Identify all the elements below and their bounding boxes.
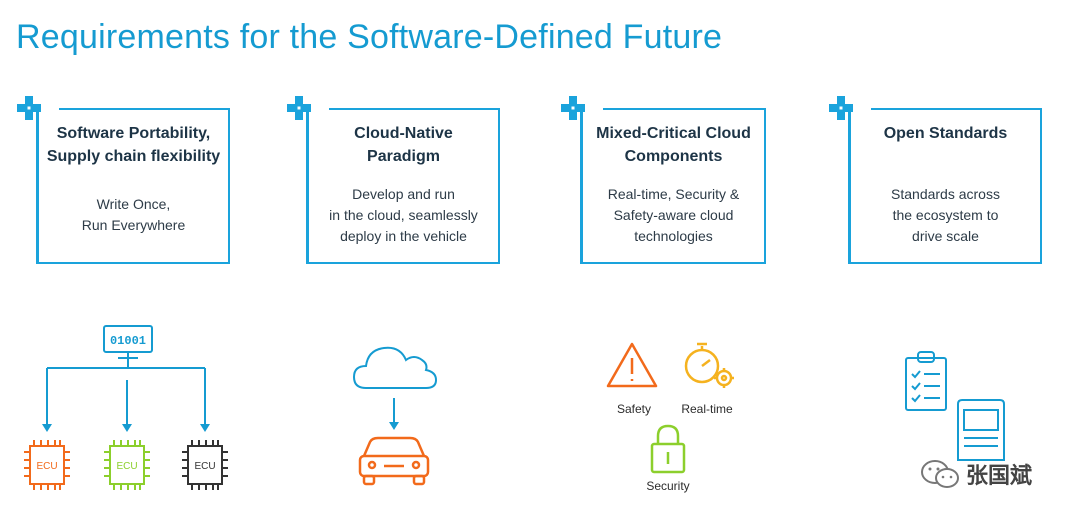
wechat-icon bbox=[921, 460, 959, 488]
card-title-line: Paradigm bbox=[367, 148, 440, 165]
card-body-line: drive scale bbox=[912, 228, 979, 244]
card-body-line: Write Once, bbox=[96, 196, 171, 212]
ecu-chip-icon bbox=[182, 440, 228, 490]
card-title: Mixed-Critical Cloud Components bbox=[583, 122, 764, 168]
card-body-line: the ecosystem to bbox=[892, 207, 999, 223]
monitor-icon: 01001 bbox=[103, 325, 153, 359]
plus-icon bbox=[287, 96, 311, 120]
card-title-line: Software Portability, bbox=[56, 125, 211, 142]
card-body-line: Standards across bbox=[891, 186, 1000, 202]
card-body-line: technologies bbox=[634, 228, 713, 244]
monitor-binary-text: 01001 bbox=[110, 334, 146, 348]
card-title-line: Mixed-Critical Cloud bbox=[596, 125, 751, 142]
document-icon bbox=[957, 399, 1005, 461]
safety-icons-group: Safety Real-time Security bbox=[606, 342, 734, 493]
warning-triangle-icon bbox=[606, 342, 658, 388]
card-body: Real-time, Security & Safety-aware cloud… bbox=[583, 184, 764, 247]
card-body-line: deploy in the vehicle bbox=[340, 228, 467, 244]
ecu-chip-icon bbox=[104, 440, 150, 490]
card-body-line: Safety-aware cloud bbox=[613, 207, 734, 223]
card-title-line: Components bbox=[624, 148, 723, 165]
card-body-line: Real-time, Security & bbox=[607, 186, 740, 202]
ecu-label: ECU bbox=[36, 461, 57, 472]
card-body-line: in the cloud, seamlessly bbox=[329, 207, 478, 223]
watermark: 张国斌 bbox=[920, 458, 1032, 490]
card-body: Write Once, Run Everywhere bbox=[39, 194, 228, 236]
safety-label: Safety bbox=[617, 402, 651, 416]
card-software-portability: Software Portability, Supply chain flexi… bbox=[17, 96, 230, 264]
connector-lines bbox=[46, 358, 206, 426]
card-title-line: Supply chain flexibility bbox=[46, 148, 221, 165]
card-title: Cloud-Native Paradigm bbox=[309, 122, 498, 168]
card-body: Standards across the ecosystem to drive … bbox=[851, 184, 1040, 247]
arrow-down-icon bbox=[389, 422, 399, 430]
stopwatch-gear-icon bbox=[684, 342, 734, 388]
page-title: Requirements for the Software-Defined Fu… bbox=[16, 18, 723, 56]
cloud-to-car-diagram bbox=[352, 346, 438, 486]
ecu-label: ECU bbox=[194, 461, 215, 472]
card-title-line: Open Standards bbox=[883, 125, 1008, 142]
cloud-icon bbox=[352, 346, 438, 389]
watermark-text: 张国斌 bbox=[966, 464, 1033, 489]
standards-docs-diagram bbox=[905, 351, 1005, 461]
plus-icon bbox=[17, 96, 41, 120]
card-body-line: Develop and run bbox=[352, 186, 455, 202]
car-icon bbox=[358, 436, 430, 486]
padlock-icon bbox=[650, 424, 686, 474]
card-cloud-native: Cloud-Native Paradigm Develop and run in… bbox=[287, 96, 500, 264]
card-body: Develop and run in the cloud, seamlessly… bbox=[309, 184, 498, 247]
arrow-icons bbox=[42, 424, 210, 432]
card-body-line: Run Everywhere bbox=[81, 217, 186, 233]
card-mixed-critical: Mixed-Critical Cloud Components Real-tim… bbox=[561, 96, 766, 264]
checklist-icon bbox=[905, 351, 947, 411]
card-title-line: Cloud-Native bbox=[354, 125, 453, 142]
ecu-chip-icon bbox=[24, 440, 70, 490]
ecu-label: ECU bbox=[116, 461, 137, 472]
card-open-standards: Open Standards Standards across the ecos… bbox=[829, 96, 1042, 264]
security-label: Security bbox=[646, 479, 689, 493]
card-title: Software Portability, Supply chain flexi… bbox=[39, 122, 228, 168]
realtime-label: Real-time bbox=[681, 402, 733, 416]
plus-icon bbox=[829, 96, 853, 120]
card-title: Open Standards bbox=[851, 122, 1040, 145]
plus-icon bbox=[561, 96, 585, 120]
ecu-distribution-diagram: 01001 ECU ECU ECU bbox=[24, 325, 228, 490]
